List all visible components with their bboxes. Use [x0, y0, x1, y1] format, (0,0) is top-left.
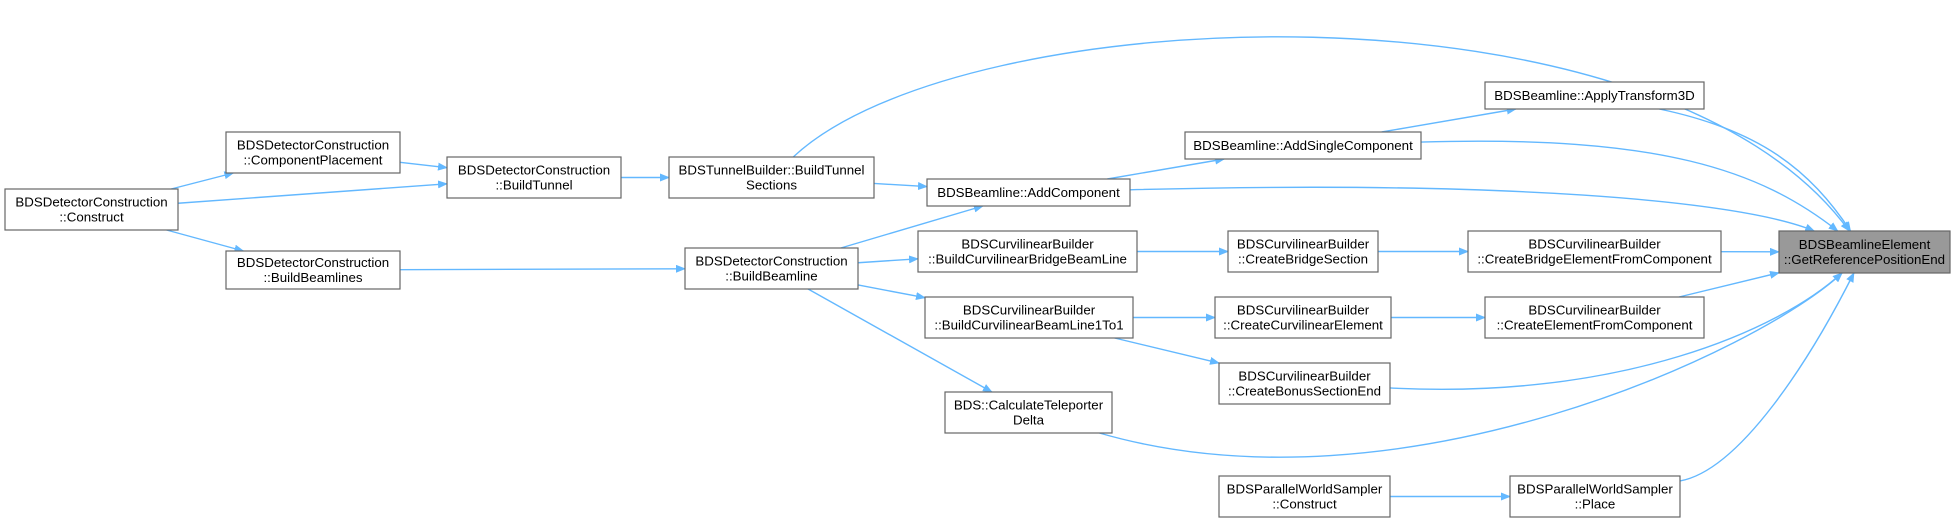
call-edge-buildBL-to-bridgeBL	[857, 255, 919, 264]
call-edge-beamLine1-to-bonus	[1114, 337, 1220, 365]
call-edge-elemFromComp-to-root	[1678, 270, 1780, 298]
node-label-line: BDSDetectorConstruction	[15, 195, 167, 210]
graph-node-bonus[interactable]: BDSCurvilinearBuilder::CreateBonusSectio…	[1218, 362, 1391, 405]
call-edge-tunnelSec-to-root	[792, 36, 1850, 232]
node-label-line: BDSCurvilinearBuilder	[1528, 237, 1661, 252]
node-box	[446, 156, 622, 199]
node-box	[1467, 230, 1722, 273]
node-label-line: ::BuildBeamline	[725, 269, 817, 284]
node-label-line: ::CreateElementFromComponent	[1497, 318, 1693, 333]
node-label-line: BDSCurvilinearBuilder	[961, 237, 1094, 252]
node-label-line: ::BuildTunnel	[495, 178, 572, 193]
call-edge-buildBL-to-teleporter	[807, 288, 993, 393]
node-label-line: ::CreateBridgeSection	[1238, 252, 1368, 267]
node-label-line: ::GetReferencePositionEnd	[1784, 252, 1945, 267]
node-box	[1484, 296, 1705, 339]
graph-node-buildBL[interactable]: BDSDetectorConstruction::BuildBeamline	[684, 247, 859, 290]
graph-node-pwsPlace[interactable]: BDSParallelWorldSampler::Place	[1509, 475, 1681, 518]
node-label-line: BDSBeamline::AddComponent	[937, 185, 1120, 200]
node-label-line: Sections	[746, 178, 797, 193]
node-box	[225, 250, 401, 290]
node-label-line: ::Place	[1575, 497, 1616, 512]
node-label-line: BDSCurvilinearBuilder	[1237, 237, 1370, 252]
call-edge-pwsPlace-to-root	[1679, 272, 1855, 482]
call-edge-addSingle-to-applyT	[1381, 106, 1517, 133]
graph-node-bridgeBL[interactable]: BDSCurvilinearBuilder::BuildCurvilinearB…	[917, 230, 1138, 273]
node-box	[1218, 362, 1391, 405]
node-label-line: ::ComponentPlacement	[244, 153, 383, 168]
node-label-line: ::Construct	[1272, 497, 1337, 512]
node-label-line: ::BuildBeamlines	[263, 270, 362, 285]
node-label-line: ::CreateCurvilinearElement	[1223, 318, 1383, 333]
graph-node-compPlace[interactable]: BDSDetectorConstruction::ComponentPlacem…	[225, 131, 401, 174]
graph-node-applyT[interactable]: BDSBeamline::ApplyTransform3D	[1484, 81, 1705, 110]
node-label-line: ::CreateBridgeElementFromComponent	[1477, 252, 1712, 267]
node-label-line: BDSDetectorConstruction	[237, 255, 389, 270]
node-label-line: BDSBeamlineElement	[1799, 237, 1931, 252]
node-label-line: BDSDetectorConstruction	[237, 138, 389, 153]
node-label-line: BDSBeamline::ApplyTransform3D	[1494, 88, 1695, 103]
node-box	[668, 156, 875, 199]
graph-node-addComp[interactable]: BDSBeamline::AddComponent	[926, 178, 1131, 207]
node-label-line: BDSCurvilinearBuilder	[1237, 303, 1370, 318]
node-box	[1484, 81, 1705, 110]
graph-node-addSingle[interactable]: BDSBeamline::AddSingleComponent	[1184, 131, 1422, 160]
graph-node-construct[interactable]: BDSDetectorConstruction::Construct	[4, 188, 179, 231]
graph-node-bridgeSec[interactable]: BDSCurvilinearBuilder::CreateBridgeSecti…	[1227, 230, 1379, 273]
node-box	[1184, 131, 1422, 160]
node-label-line: BDSTunnelBuilder::BuildTunnel	[678, 163, 864, 178]
node-box	[684, 247, 859, 290]
call-edge-applyT-to-root	[1659, 108, 1852, 232]
call-edge-buildBLs-to-buildBL	[399, 264, 686, 273]
call-edge-addSingle-to-root	[1420, 140, 1839, 232]
node-box	[225, 131, 401, 174]
node-box	[924, 296, 1134, 339]
graph-node-buildTunnel[interactable]: BDSDetectorConstruction::BuildTunnel	[446, 156, 622, 199]
node-label-line: BDSCurvilinearBuilder	[1238, 369, 1371, 384]
call-edge-buildBL-to-beamLine1	[857, 284, 926, 300]
node-box	[926, 178, 1131, 207]
call-edge-addComp-to-root	[1129, 186, 1816, 232]
node-label-line: ::BuildCurvilinearBeamLine1To1	[934, 318, 1123, 333]
node-label-line: BDSParallelWorldSampler	[1517, 482, 1673, 497]
node-box	[917, 230, 1138, 273]
node-box	[1214, 296, 1392, 339]
node-label-line: BDS::CalculateTeleporter	[954, 398, 1104, 413]
graph-node-beamLine1[interactable]: BDSCurvilinearBuilder::BuildCurvilinearB…	[924, 296, 1134, 339]
node-box	[1509, 475, 1681, 518]
node-box	[1227, 230, 1379, 273]
node-label-line: BDSCurvilinearBuilder	[963, 303, 1096, 318]
node-box	[1778, 230, 1951, 274]
node-box	[1218, 475, 1391, 518]
call-edge-construct-to-compPlace	[170, 171, 235, 190]
node-label-line: ::CreateBonusSectionEnd	[1228, 384, 1381, 399]
graph-node-curvElem[interactable]: BDSCurvilinearBuilder::CreateCurvilinear…	[1214, 296, 1392, 339]
call-edge-tunnelSec-to-addComp	[873, 182, 928, 191]
graph-node-pwsConstruct[interactable]: BDSParallelWorldSampler::Construct	[1218, 475, 1391, 518]
node-label-line: BDSParallelWorldSampler	[1227, 482, 1383, 497]
call-edge-buildBL-to-addComp	[840, 204, 984, 249]
graph-node-bridgeElem[interactable]: BDSCurvilinearBuilder::CreateBridgeEleme…	[1467, 230, 1722, 273]
call-edge-addComp-to-addSingle	[1107, 156, 1226, 180]
node-box	[4, 188, 179, 231]
call-edge-compPlace-to-buildTunnel	[399, 161, 448, 171]
graph-node-elemFromComp[interactable]: BDSCurvilinearBuilder::CreateElementFrom…	[1484, 296, 1705, 339]
node-label-line: ::Construct	[59, 210, 124, 225]
node-label-line: Delta	[1013, 413, 1045, 428]
call-edge-construct-to-buildBLs	[166, 229, 245, 253]
call-edge-teleporter-to-root	[1099, 272, 1843, 458]
node-label-line: BDSDetectorConstruction	[695, 254, 847, 269]
node-label-line: BDSCurvilinearBuilder	[1528, 303, 1661, 318]
call-edge-bonus-to-root	[1389, 272, 1843, 391]
node-box	[944, 391, 1113, 434]
node-label-line: BDSDetectorConstruction	[458, 163, 610, 178]
graph-node-buildBLs[interactable]: BDSDetectorConstruction::BuildBeamlines	[225, 250, 401, 290]
node-label-line: ::BuildCurvilinearBridgeBeamLine	[928, 252, 1127, 267]
node-label-line: BDSBeamline::AddSingleComponent	[1193, 138, 1413, 153]
call-edge-construct-to-buildTunnel	[177, 180, 448, 204]
graph-node-root[interactable]: BDSBeamlineElement::GetReferencePosition…	[1778, 230, 1951, 274]
